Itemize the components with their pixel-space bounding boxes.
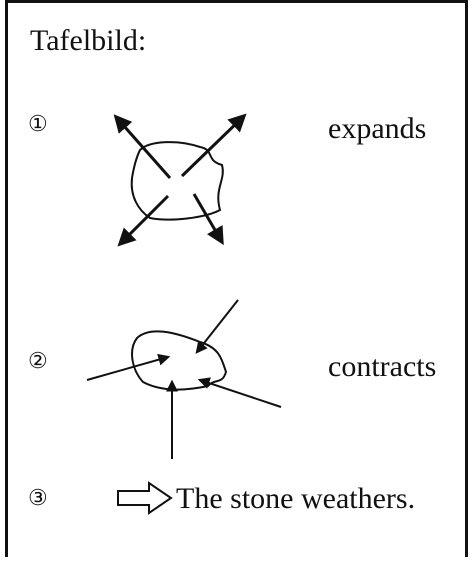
- arrow-in-right: [197, 377, 282, 408]
- step-3-caption: The stone weathers.: [176, 482, 416, 515]
- contracting-stone-diagram: [86, 299, 282, 459]
- expanding-stone-diagram: [113, 113, 247, 247]
- stone-outline-2: [131, 330, 228, 391]
- arrow-down-right: [192, 193, 224, 246]
- stone-outline-1: [130, 141, 224, 221]
- step-1-number: ①: [28, 111, 48, 136]
- arrow-up-right: [180, 113, 247, 178]
- step-2-label: contracts: [328, 350, 437, 383]
- step-3-number: ③: [28, 485, 48, 510]
- step-1-label: expands: [328, 112, 427, 145]
- arrow-down-left: [117, 194, 170, 247]
- arrow-up-left: [113, 114, 172, 179]
- board-title: Tafelbild:: [30, 24, 147, 57]
- blackboard-frame: [5, 0, 468, 557]
- arrow-in-left: [86, 353, 171, 381]
- arrow-in-top-right: [195, 299, 239, 354]
- hollow-block-arrow: [117, 481, 173, 515]
- step-2-number: ②: [28, 348, 48, 373]
